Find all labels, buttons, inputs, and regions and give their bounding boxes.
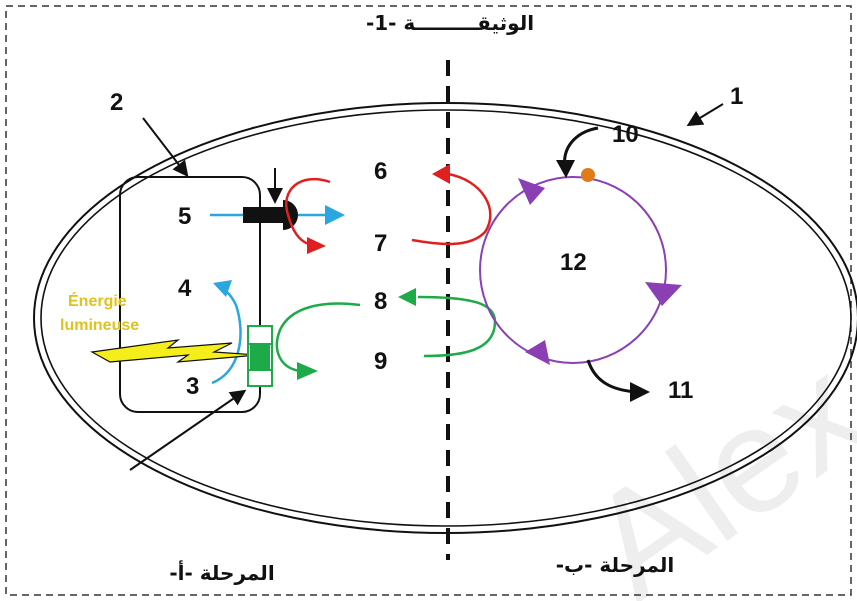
energy-label-line2: lumineuse	[60, 317, 139, 334]
label-1: 1	[730, 83, 743, 110]
pointer-2	[142, 117, 189, 178]
label-9: 9	[374, 348, 387, 375]
label-6: 6	[374, 158, 387, 185]
pointer-1	[686, 103, 724, 127]
arrow-10-head	[556, 160, 575, 178]
label-12: 12	[560, 249, 587, 276]
green-arrowhead-right	[398, 288, 416, 306]
chloroplast-inner-membrane	[40, 109, 852, 527]
arrow-11-head	[630, 382, 650, 402]
red-curve-left	[285, 177, 331, 248]
red-curve-right	[411, 172, 492, 246]
photosystem-core	[250, 344, 270, 370]
label-8: 8	[374, 288, 387, 315]
green-arrowhead-left	[297, 362, 318, 380]
phase-a-label: المرحلة -أ-	[169, 559, 274, 585]
phase-b-label: المرحلة -ب-	[556, 553, 675, 577]
cycle-arrowhead-bottom	[525, 340, 550, 365]
green-curve-right	[417, 295, 497, 358]
pointer-3	[129, 389, 247, 471]
cycle-arrowhead-right	[645, 282, 682, 306]
dashed-frame	[5, 5, 852, 596]
document-title: الوثيقـــــــــة -1-	[366, 11, 534, 35]
label-4: 4	[178, 275, 192, 302]
blue-arrowhead	[213, 280, 232, 297]
label-10: 10	[612, 121, 639, 148]
calvin-cycle-circle	[479, 176, 667, 364]
red-arrowhead-right	[432, 164, 450, 184]
blue-curve	[211, 288, 242, 385]
lightning-bolt-icon	[90, 339, 259, 363]
cycle-arrowhead-top	[518, 178, 545, 205]
atp-synthase-stalk	[243, 207, 285, 223]
red-arrowhead-left	[307, 237, 326, 254]
label-3: 3	[186, 373, 199, 400]
arrow-11	[586, 359, 637, 394]
label-7: 7	[374, 230, 387, 257]
label-2: 2	[110, 89, 123, 116]
label-5: 5	[178, 203, 191, 230]
label-11: 11	[668, 377, 693, 404]
green-curve-left	[275, 302, 361, 373]
thylakoid	[119, 176, 261, 413]
energy-label-line1: Énergie	[68, 291, 127, 310]
co2-entry-dot	[581, 168, 595, 182]
